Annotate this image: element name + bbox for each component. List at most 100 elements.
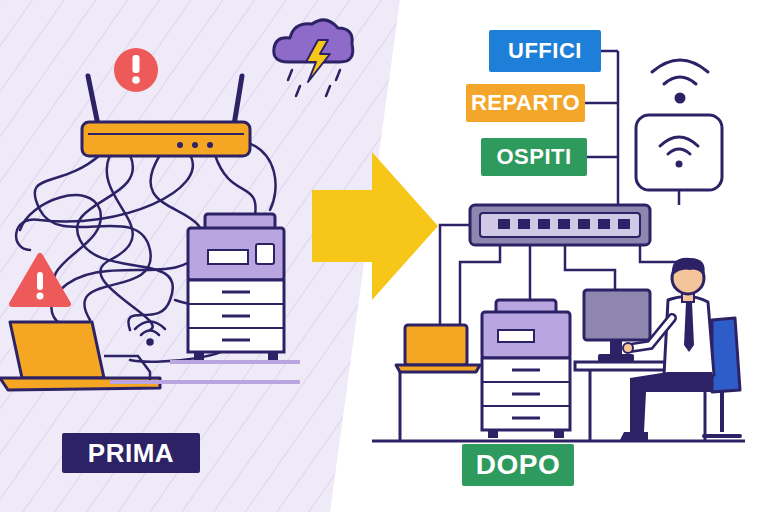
office-worker <box>630 318 672 348</box>
storm-cloud <box>296 86 300 96</box>
printer <box>482 358 570 430</box>
office-worker <box>620 258 740 440</box>
laptop <box>396 365 480 372</box>
vlan-tag: UFFICI <box>489 30 601 72</box>
laptop <box>399 372 402 440</box>
warning-icon <box>37 272 43 290</box>
network-switch <box>480 213 640 237</box>
access-point <box>636 115 722 190</box>
office-worker <box>704 434 740 438</box>
laptop <box>396 325 480 440</box>
network-switch <box>618 219 630 229</box>
tag-text: REPARTO <box>471 90 580 116</box>
alert-icon <box>114 48 158 92</box>
tangled-wires <box>51 155 202 326</box>
computer-monitor <box>584 290 650 340</box>
access-point <box>660 137 698 146</box>
vlan-wires <box>585 102 618 105</box>
printer <box>482 312 570 358</box>
office-worker <box>672 258 705 276</box>
desk <box>589 370 592 440</box>
laptop <box>0 322 160 390</box>
printer <box>188 228 284 280</box>
vlan-wires <box>587 156 618 159</box>
printer <box>222 315 250 318</box>
laptop <box>10 322 104 378</box>
vlan-tag: OSPITI <box>481 138 587 176</box>
wifi-signal <box>652 60 708 102</box>
alert-icon <box>133 55 140 73</box>
printer <box>188 327 284 329</box>
state-label: DOPO <box>462 444 574 486</box>
state-label: PRIMA <box>62 433 200 473</box>
printer <box>170 214 300 362</box>
vlan-wires <box>601 50 618 53</box>
router <box>82 76 250 156</box>
printer <box>488 430 498 438</box>
tangled-wires <box>16 155 193 250</box>
network-switch <box>558 219 570 229</box>
transition-arrow <box>312 152 438 300</box>
office-worker <box>712 318 740 392</box>
office-worker <box>684 302 694 352</box>
vlan-tag: REPARTO <box>466 84 585 122</box>
storm-cloud <box>274 20 353 96</box>
printer <box>268 352 278 360</box>
office-worker <box>630 372 712 432</box>
network-switch <box>578 219 590 229</box>
tag-text: DOPO <box>476 449 560 481</box>
vlan-wires <box>565 245 615 290</box>
router <box>88 133 244 135</box>
wifi-signal <box>676 94 684 102</box>
printer <box>208 250 248 264</box>
printer <box>482 381 570 383</box>
printer <box>194 352 204 360</box>
office-worker <box>620 432 648 440</box>
printer <box>482 405 570 407</box>
vlan-wires <box>678 190 681 205</box>
printer <box>256 244 274 264</box>
storm-cloud <box>306 40 330 82</box>
printer <box>512 393 540 396</box>
wifi-signal <box>652 60 708 72</box>
router <box>82 122 250 156</box>
office-worker <box>664 296 714 375</box>
tangled-wires <box>77 155 173 330</box>
wifi-icon <box>135 322 165 345</box>
storm-cloud <box>336 70 340 80</box>
network-switch <box>470 205 650 245</box>
printer <box>512 369 540 372</box>
printer <box>222 339 250 342</box>
alert-icon <box>132 76 140 84</box>
tangled-wires <box>100 155 152 330</box>
printer <box>482 300 570 438</box>
network-switch <box>518 219 530 229</box>
storm-cloud <box>326 86 330 96</box>
warning-icon <box>37 293 44 300</box>
router <box>177 142 183 148</box>
wifi-icon <box>141 331 159 336</box>
wifi-signal <box>664 77 696 84</box>
ground-line <box>110 380 300 384</box>
tangled-wires <box>215 155 256 215</box>
network-switch <box>598 219 610 229</box>
wifi-icon <box>148 340 153 345</box>
ground-line <box>372 440 745 443</box>
printer <box>222 291 250 294</box>
laptop <box>104 356 150 382</box>
office-worker <box>623 343 633 353</box>
storm-cloud <box>288 70 292 80</box>
router <box>207 142 213 148</box>
access-point <box>636 115 722 190</box>
tag-text: PRIMA <box>88 438 174 469</box>
tag-text: UFFICI <box>508 38 582 64</box>
router <box>192 142 198 148</box>
printer <box>188 303 284 305</box>
laptop <box>405 325 467 365</box>
warning-icon <box>12 256 68 304</box>
wifi-icon <box>135 322 165 330</box>
vlan-wires <box>617 51 620 205</box>
desk <box>575 362 720 440</box>
